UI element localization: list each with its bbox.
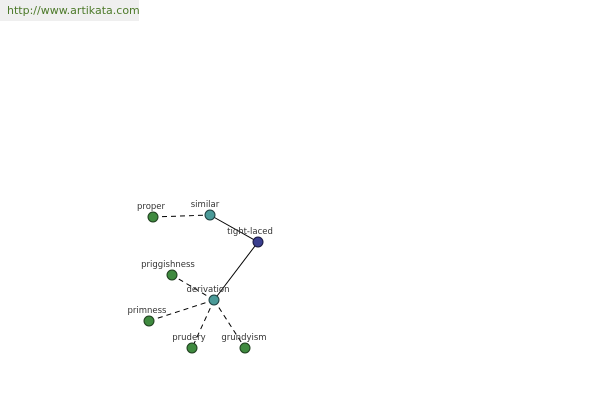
node-proper-label: proper [137,202,166,212]
node-primness-label: primness [127,306,167,316]
site-url-link[interactable]: http://www.artikata.com [7,4,140,17]
node-grundyism-label: grundyism [221,333,266,343]
node-derivation-label: derivation [186,285,229,295]
edge-derivation-primness [148,299,215,322]
edge-derivation-priggishness [171,274,215,301]
node-grundyism[interactable]: grundyism [221,333,267,354]
node-derivation[interactable]: derivation [186,285,230,306]
node-priggishness[interactable]: priggishness [141,260,195,281]
edge-similar-tight-laced [209,214,259,243]
node-similar-label: similar [191,200,220,210]
edge-derivation-grundyism [213,299,246,349]
node-primness[interactable]: primness [127,306,167,327]
edge-proper-similar [152,214,211,218]
node-prudery[interactable]: prudery [172,333,206,354]
node-proper[interactable]: proper [137,202,166,223]
node-similar[interactable]: similar [191,200,220,221]
node-tight-laced[interactable]: tight-laced [227,227,273,248]
node-tight-laced-label: tight-laced [227,227,273,237]
edge-tight-laced-derivation [213,241,259,301]
node-priggishness-label: priggishness [141,260,195,270]
url-banner: http://www.artikata.com [0,0,140,21]
node-prudery-label: prudery [172,333,205,343]
